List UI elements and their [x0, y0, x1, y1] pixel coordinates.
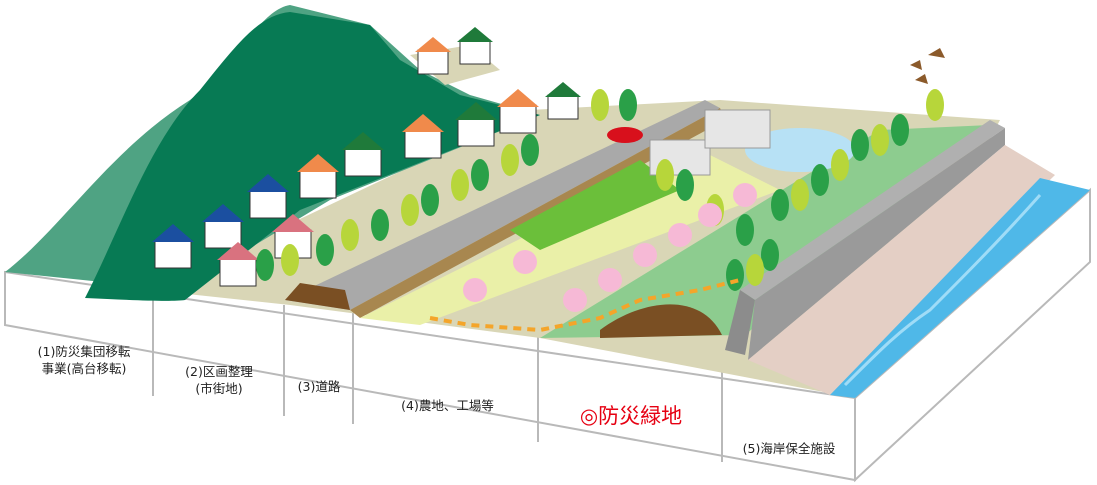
- zone-label-4: (4)農地、工場等: [360, 397, 535, 414]
- seawall: [725, 120, 1005, 360]
- zone-label-3: (3)道路: [287, 378, 351, 395]
- zone-label-2-line2: (市街地): [195, 381, 243, 396]
- zone-label-4-line1: (4)農地、工場等: [401, 398, 494, 413]
- houses: [152, 27, 581, 287]
- zone-label-2: (2)区画整理 (市街地): [160, 363, 278, 397]
- birds: [910, 48, 945, 84]
- zone-label-3-line1: (3)道路: [297, 379, 341, 394]
- sea: [830, 178, 1090, 398]
- zone-boundary: [429, 278, 741, 333]
- zone-label-5: (5)海岸保全施設: [726, 440, 852, 457]
- pond: [745, 128, 855, 172]
- base-block: [4, 187, 1091, 483]
- zone-label-green-belt: ◎防災緑地: [545, 403, 717, 429]
- factories: [649, 109, 771, 176]
- zone-label-1-line1: (1)防災集団移転: [37, 344, 131, 359]
- farmland: [360, 150, 780, 325]
- zone-label-2-line1: (2)区画整理: [185, 364, 253, 379]
- red-car: [607, 127, 643, 143]
- road-embankment: [285, 100, 725, 318]
- trees: [256, 89, 944, 312]
- green-belt: [540, 125, 990, 338]
- zone-label-5-line1: (5)海岸保全施設: [742, 441, 836, 456]
- beach: [748, 145, 1055, 395]
- zone-label-1-line2: 事業(高台移転): [41, 361, 127, 376]
- zone-label-green-belt-text: ◎防災緑地: [579, 404, 683, 428]
- zone-label-1: (1)防災集団移転 事業(高台移転): [20, 343, 148, 377]
